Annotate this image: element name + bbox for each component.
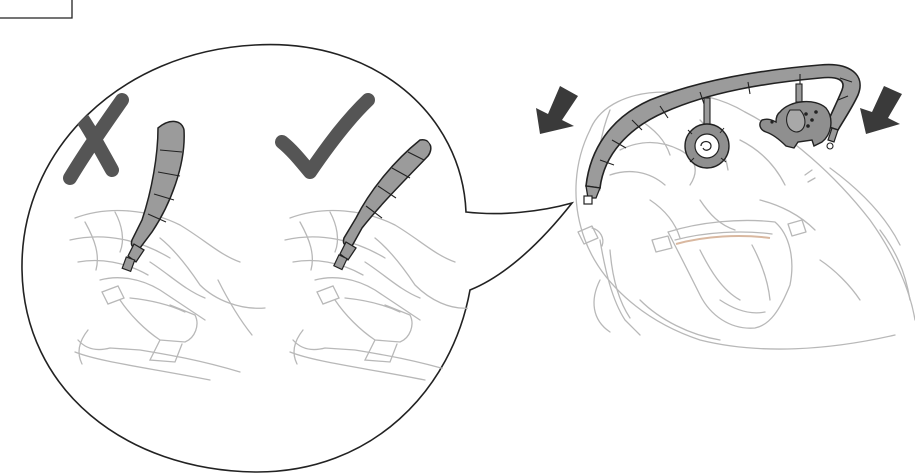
detail-callout <box>22 45 572 472</box>
down-arrow-left-icon <box>536 86 578 134</box>
toy-elephant <box>760 84 831 148</box>
callout-bubble <box>22 45 572 472</box>
frame-corner <box>0 0 72 18</box>
down-arrow-right-icon <box>860 86 902 134</box>
toy-ring <box>685 98 729 168</box>
